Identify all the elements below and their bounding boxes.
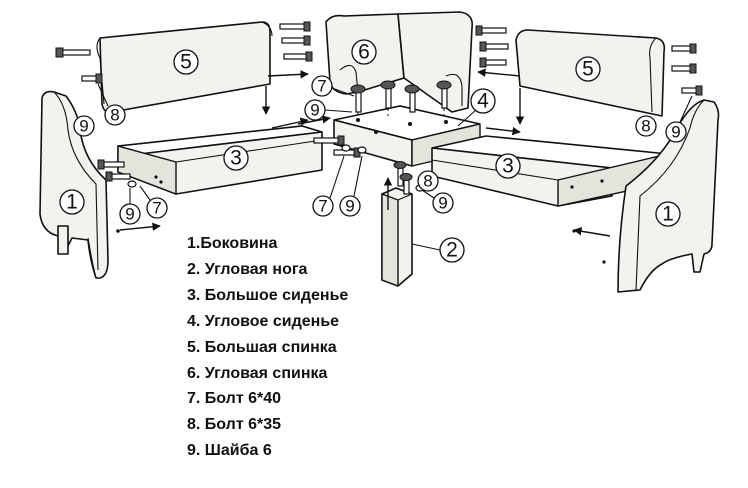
bolt-top-left-b-icon (81, 73, 103, 84)
bolt-corner-d-icon (475, 25, 507, 36)
svg-text:9: 9 (125, 205, 134, 224)
callout-corner-seat: 4 (457, 88, 496, 127)
bolt-left-side-b-icon (105, 171, 131, 182)
svg-text:7: 7 (318, 197, 327, 216)
callout-left-seat: 3 (223, 145, 249, 171)
bolt-top-left-a-icon (55, 47, 91, 58)
svg-text:7: 7 (152, 199, 161, 218)
svg-text:1: 1 (662, 203, 674, 226)
callout-bolt-left: 7 (139, 185, 168, 219)
callout-bolt-top-left: 7 (311, 75, 355, 97)
arrow-seat-left (271, 117, 309, 129)
bolt-top-right-b-icon (671, 63, 697, 74)
legend-item-bolt-6x35: 8. Болт 6*35 (187, 416, 282, 434)
legend-item-side: 1.Боковина (187, 235, 278, 252)
callout-washer-leg: 9 (421, 189, 454, 214)
svg-text:9: 9 (310, 101, 319, 120)
arrow-side-left (119, 222, 161, 231)
left-side-panel (39, 90, 120, 279)
bolt-corner-f-icon (479, 57, 507, 68)
callout-bolt-mid: 7 (312, 155, 345, 217)
assembly-arrows (119, 68, 611, 237)
svg-text:5: 5 (582, 58, 594, 81)
arrow-back-right-left (477, 68, 521, 77)
bolt-top-right-a-icon (671, 43, 697, 54)
legend-item-corner-leg: 2. Угловая нога (187, 260, 308, 278)
legend-item-washer-6: 9. Шайба 6 (187, 442, 272, 460)
washer-mid-b-icon (357, 146, 367, 154)
arrow-corner-seat (297, 115, 331, 125)
svg-text:3: 3 (230, 147, 242, 170)
callout-corner-back: 6 (351, 39, 377, 65)
svg-text:2: 2 (446, 239, 458, 262)
arrow-side-right (573, 227, 611, 237)
washer-mid-a-icon (341, 144, 351, 152)
svg-text:4: 4 (477, 90, 489, 113)
svg-text:9: 9 (345, 197, 354, 216)
bolt-mid-a-icon (313, 135, 345, 146)
callout-washer-mid: 9 (339, 155, 363, 217)
svg-text:8: 8 (423, 172, 432, 191)
bolt-corner-b-icon (281, 35, 311, 46)
callout-right-back: 5 (575, 56, 601, 82)
right-side-panel (572, 99, 720, 293)
svg-text:8: 8 (110, 106, 119, 125)
callout-right-side: 1 (655, 201, 681, 227)
bolt-corner-c-icon (283, 51, 313, 62)
corner-leg (381, 187, 413, 287)
callout-washer-left-a: 9 (73, 115, 95, 137)
callout-washer-left-b: 9 (119, 188, 141, 225)
legend-item-big-back: 5. Большая спинка (187, 338, 337, 356)
svg-text:9: 9 (438, 194, 447, 213)
svg-text:9: 9 (671, 123, 680, 142)
svg-text:6: 6 (358, 41, 370, 64)
bolt-top-right-c-icon (681, 85, 703, 96)
callout-left-back: 5 (173, 49, 199, 75)
arrow-seat-right (485, 126, 521, 136)
callout-washer-top-left: 9 (304, 99, 353, 121)
callout-bolt-leg-8: 8 (417, 170, 439, 192)
bolt-seat-a-icon (350, 84, 366, 113)
bolt-left-side-icon (97, 159, 125, 170)
washer-left-a-icon (127, 180, 137, 188)
legend-item-corner-seat: 4. Угловое сиденье (187, 312, 340, 330)
bolt-corner-a-icon (279, 21, 311, 32)
arrow-back-left-right (267, 70, 309, 79)
corner-back-panel (325, 11, 474, 113)
svg-text:8: 8 (641, 117, 650, 136)
bolt-corner-e-icon (479, 41, 509, 52)
legend-item-corner-back: 6. Угловая спинка (187, 364, 328, 382)
svg-text:5: 5 (180, 51, 192, 74)
svg-text:1: 1 (66, 191, 78, 214)
svg-text:9: 9 (79, 117, 88, 136)
legend-item-big-seat: 3. Большое сиденье (187, 286, 349, 304)
callout-left-side: 1 (59, 189, 85, 215)
svg-text:7: 7 (317, 77, 326, 96)
callout-bolt-left-8: 8 (97, 83, 126, 126)
legend-item-bolt-6x40: 7. Болт 6*40 (187, 390, 282, 408)
left-big-seat (117, 125, 323, 195)
bolt-seat-b-icon (380, 80, 396, 109)
callout-right-seat: 3 (495, 153, 521, 179)
svg-text:3: 3 (502, 155, 514, 178)
bolt-leg-b-icon (399, 173, 413, 195)
bolt-seat-c-icon (404, 84, 420, 113)
callout-bolt-right-8: 8 (635, 115, 657, 137)
parts-legend: 1.Боковина 2. Угловая нога 3. Большое си… (187, 231, 348, 464)
callout-washer-right: 9 (665, 95, 693, 143)
callout-leg: 2 (411, 237, 465, 263)
